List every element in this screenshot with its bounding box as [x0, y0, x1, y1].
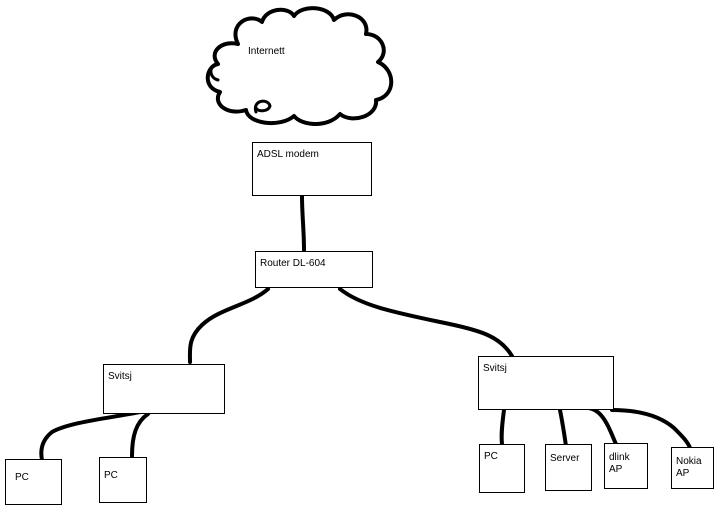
- link-switch-right-dlink: [574, 405, 618, 446]
- router-box: Router DL-604: [255, 251, 373, 288]
- cloud-squiggle-left: [209, 62, 220, 82]
- link-switch-right-server: [558, 408, 568, 448]
- switch-right-label: Svitsj: [483, 363, 507, 374]
- router-label: Router DL-604: [260, 258, 326, 269]
- link-router-switch-left: [187, 287, 270, 364]
- switch-left-box: Svitsj: [103, 364, 225, 414]
- link-switch-right-pc3: [499, 408, 506, 446]
- internet-cloud: [205, 6, 394, 126]
- cloud-squiggle-bottom: [253, 99, 272, 114]
- link-modem-router: [300, 194, 306, 252]
- dlink-ap-box: dlink AP: [604, 443, 648, 489]
- server-box: Server: [545, 444, 592, 491]
- adsl-modem-box: ADSL modem: [252, 142, 372, 196]
- switch-left-label: Svitsj: [108, 371, 132, 382]
- internet-label: Internett: [248, 46, 285, 57]
- nokia-ap-label: Nokia AP: [676, 456, 702, 479]
- pc3-box: PC: [479, 444, 525, 493]
- pc2-box: PC: [99, 457, 147, 503]
- server-label: Server: [550, 453, 580, 464]
- pc3-label: PC: [484, 451, 498, 462]
- link-switch-left-pc2: [130, 412, 150, 458]
- nokia-ap-box: Nokia AP: [671, 447, 714, 489]
- dlink-ap-label: dlink AP: [609, 452, 630, 475]
- adsl-modem-label: ADSL modem: [257, 149, 319, 160]
- link-switch-left-pc1: [39, 410, 142, 462]
- pc1-box: PC: [5, 459, 62, 505]
- pc1-label: PC: [15, 472, 29, 483]
- link-router-switch-right: [338, 287, 514, 358]
- link-switch-right-nokia: [610, 408, 692, 450]
- pc2-label: PC: [104, 470, 118, 481]
- switch-right-box: Svitsj: [478, 356, 614, 410]
